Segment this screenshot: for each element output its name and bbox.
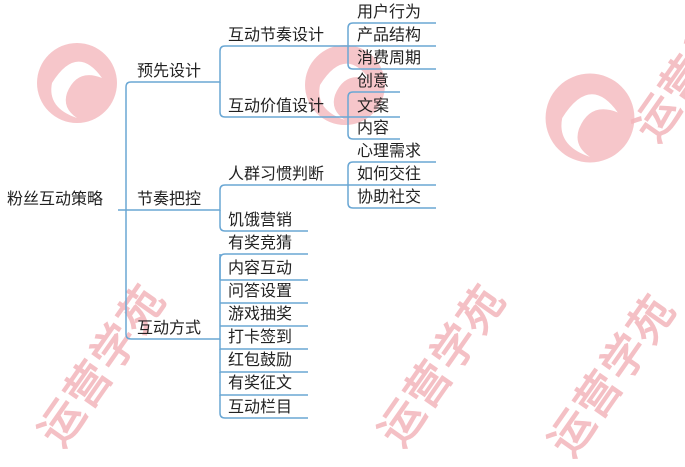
method-node-checkin[interactable]: 打卡签到 — [228, 327, 293, 346]
method-node-interactive-column[interactable]: 互动栏目 — [228, 397, 293, 416]
subbranch-node-hunger-marketing[interactable]: 饥饿营销 — [228, 210, 293, 229]
method-node-quiz[interactable]: 有奖竞猜 — [228, 233, 293, 252]
leaf-node-user-behavior[interactable]: 用户行为 — [357, 2, 422, 21]
root-node[interactable]: 粉丝互动策略 — [7, 189, 104, 208]
leaf-node-consumption-cycle[interactable]: 消费周期 — [357, 48, 422, 67]
method-node-essay-contest[interactable]: 有奖征文 — [228, 373, 293, 392]
leaf-node-how-to-interact[interactable]: 如何交往 — [357, 164, 422, 183]
subbranch-node-crowd-habits[interactable]: 人群习惯判断 — [228, 164, 325, 183]
leaf-node-creativity[interactable]: 创意 — [357, 71, 390, 90]
leaf-node-content[interactable]: 内容 — [357, 118, 390, 137]
method-node-qa-setting[interactable]: 问答设置 — [228, 281, 293, 300]
leaf-node-product-structure[interactable]: 产品结构 — [357, 25, 422, 44]
branch-node-interaction-methods[interactable]: 互动方式 — [137, 318, 202, 337]
branch-node-preplan[interactable]: 预先设计 — [137, 61, 202, 80]
leaf-node-assist-socializing[interactable]: 协助社交 — [357, 187, 422, 206]
subbranch-node-value-design[interactable]: 互动价值设计 — [228, 96, 325, 115]
method-node-content-interaction[interactable]: 内容互动 — [228, 258, 293, 277]
mindmap-canvas: 运营学苑 运营学苑 运营学苑 运营学苑 — [7, 0, 685, 466]
leaf-node-copywriting[interactable]: 文案 — [357, 96, 390, 115]
connector-lines — [118, 22, 436, 419]
leaf-node-psychological-needs[interactable]: 心理需求 — [357, 141, 422, 160]
subbranch-node-rhythm-design[interactable]: 互动节奏设计 — [228, 25, 325, 44]
method-node-game-lottery[interactable]: 游戏抽奖 — [228, 304, 293, 323]
branch-node-rhythm-control[interactable]: 节奏把控 — [137, 189, 202, 208]
method-node-red-envelope[interactable]: 红包鼓励 — [228, 350, 293, 369]
